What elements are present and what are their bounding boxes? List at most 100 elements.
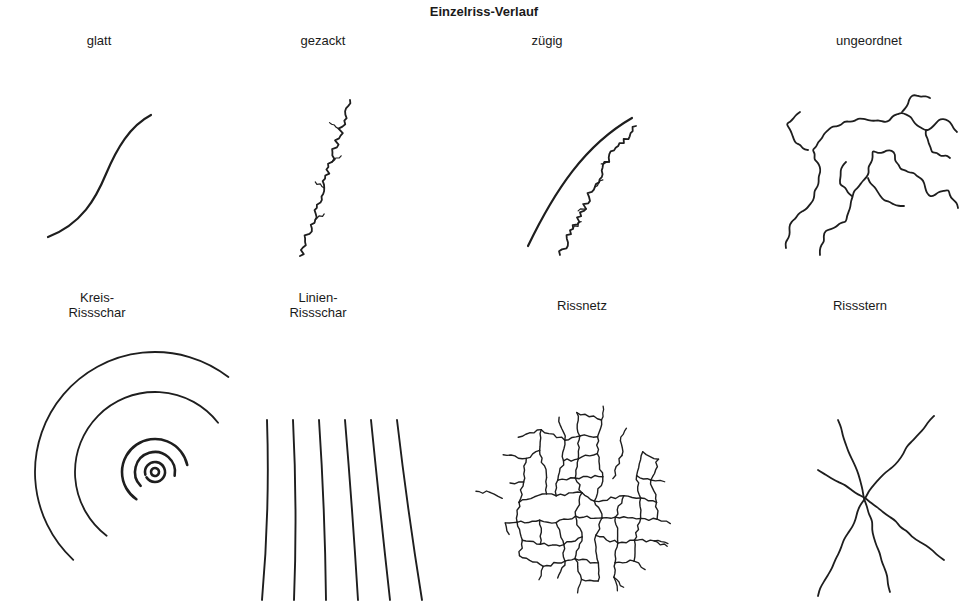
network-crack [582,579,599,581]
network-crack [643,452,659,459]
network-crack [634,561,645,570]
network-crack [562,440,565,461]
circular-crack [151,468,159,476]
network-crack [651,480,657,502]
network-crack [558,461,564,480]
pattern-label: glatt [54,33,144,48]
network-crack [556,523,564,545]
network-crack [598,420,602,437]
network-crack [476,491,490,493]
irregular-crack [868,178,904,206]
network-crack [640,498,641,518]
pattern-label: ungeordnet [814,33,924,48]
network-crack [522,540,540,544]
jagged-crack [601,162,609,164]
jagged-crack [315,182,324,188]
pattern-label: zügig [502,33,592,48]
network-crack [624,496,641,499]
network-crack [641,498,657,502]
network-crack [541,430,565,441]
jagged-crack [578,209,586,211]
network-crack [577,413,580,437]
network-crack [518,430,541,438]
network-crack [582,493,594,501]
jagged-crack [332,156,341,162]
circular-crack [135,452,175,486]
parallel-crack [397,420,422,600]
network-crack [540,520,556,523]
network-crack [615,496,623,517]
network-crack [641,518,657,520]
network-crack [615,560,634,563]
network-crack [517,522,522,540]
network-crack [575,478,582,493]
circular-crack [75,392,218,536]
network-crack [575,537,582,559]
network-crack [577,413,602,420]
network-crack [575,559,582,580]
network-crack [559,417,565,440]
network-crack [578,579,582,592]
network-crack [651,480,665,482]
jagged-crack [330,123,339,129]
network-crack [505,523,509,535]
network-crack [539,566,543,579]
network-crack [620,428,626,441]
irregular-crack [786,113,957,248]
smooth-crack [528,118,632,246]
network-crack [636,476,640,498]
star-crack [818,470,944,560]
network-crack [510,482,524,484]
network-crack [543,561,565,566]
irregular-crack [820,150,958,255]
network-crack [517,520,540,523]
parallel-crack [319,420,326,600]
network-crack [558,561,565,578]
network-crack [540,450,547,477]
network-crack [597,437,599,454]
network-crack [526,450,539,458]
parallel-crack [262,420,268,600]
network-crack [575,459,578,478]
irregular-crack [926,130,950,158]
network-crack [601,406,603,420]
jagged-crack [573,222,581,229]
network-crack [615,517,618,543]
network-crack [524,458,527,482]
network-crack [637,476,651,480]
network-crack [634,540,635,561]
network-crack [634,518,640,540]
network-crack [614,577,617,591]
pattern-label: Linien- Rissschar [282,290,354,320]
network-crack [519,494,547,503]
jagged-crack [595,180,603,187]
network-crack [540,543,563,546]
network-crack [596,535,618,543]
network-crack [656,502,658,519]
network-crack [596,518,602,535]
irregular-crack [902,95,930,112]
network-crack [565,436,580,440]
network-crack [651,459,659,480]
network-crack [613,455,622,478]
irregular-crack [787,112,808,150]
pattern-label: Kreis- Rissschar [61,290,133,320]
network-crack [505,522,517,524]
network-crack [540,430,542,451]
network-crack [575,493,582,516]
network-crack [615,517,640,519]
network-crack [575,559,599,563]
pattern-label: Rissstern [815,298,905,313]
pattern-label: Rissnetz [537,298,627,313]
jagged-crack [315,214,324,220]
network-crack [556,492,582,496]
network-crack [594,496,623,502]
network-crack [516,502,519,522]
circular-crack [35,352,228,560]
network-crack [618,540,635,543]
network-crack [598,563,599,581]
network-crack [576,516,583,537]
network-crack [564,459,579,461]
circular-crack [122,439,187,499]
